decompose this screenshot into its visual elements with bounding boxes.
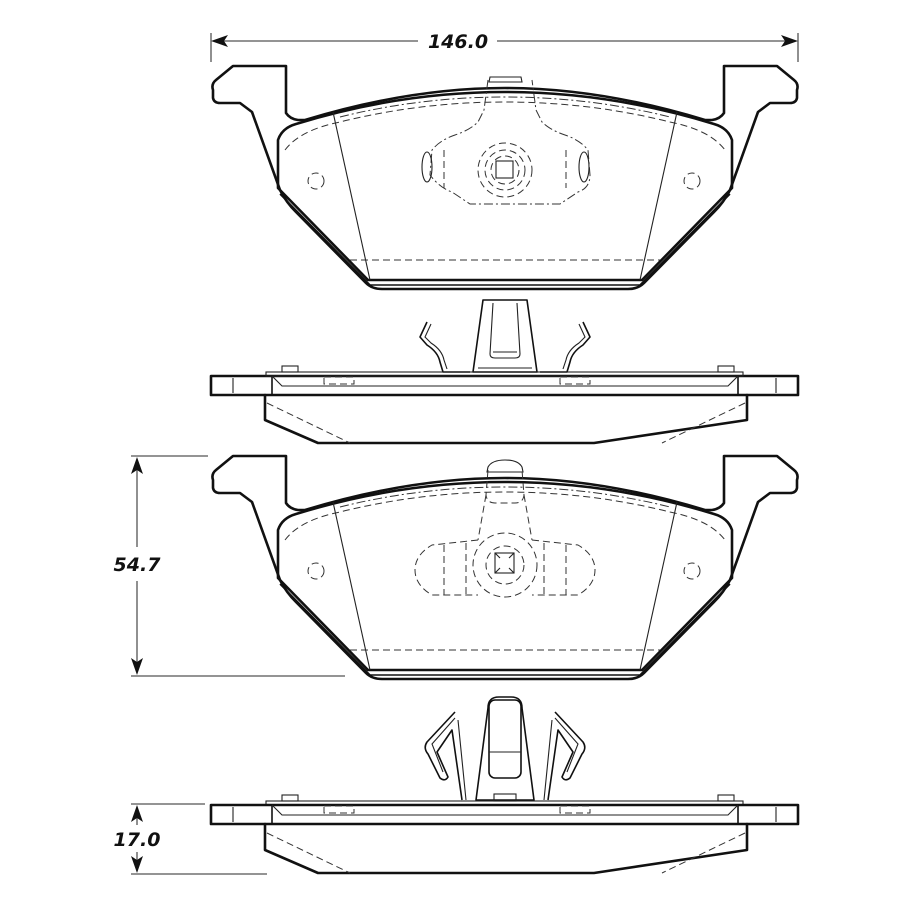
thickness-dimension-label: 17.0	[114, 829, 161, 851]
thickness-dimension: 17.0	[114, 803, 267, 875]
arrow-left-icon	[211, 35, 228, 47]
arrow-right-icon	[781, 35, 798, 47]
pad-front-view-upper	[211, 64, 799, 291]
pad-side-view-upper	[209, 299, 800, 445]
height-dimension: 54.7	[114, 455, 345, 677]
arrow-up-icon	[131, 805, 143, 822]
pad-side-view-lower	[209, 696, 800, 875]
height-dimension-label: 54.7	[114, 554, 162, 576]
wear-indicator	[488, 76, 523, 83]
width-dimension-label: 146.0	[428, 31, 488, 53]
wear-indicator	[486, 459, 524, 473]
width-dimension: 146.0	[210, 31, 799, 62]
arrow-up-icon	[131, 457, 143, 474]
pad-front-view-lower	[211, 454, 799, 681]
arrow-down-icon	[131, 658, 143, 675]
arrow-down-icon	[131, 856, 143, 873]
